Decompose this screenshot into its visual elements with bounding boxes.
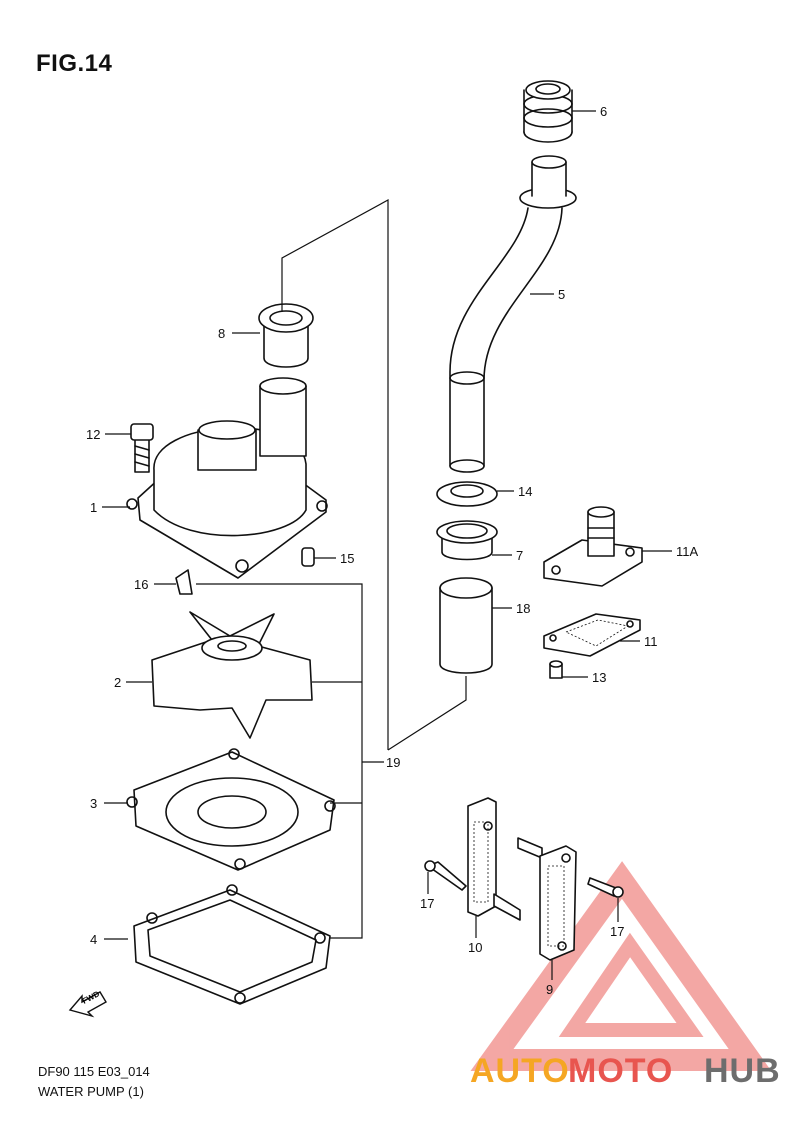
part-15-pin (301, 547, 315, 567)
part-11-grid-plate (543, 613, 641, 657)
watermark-brand-text: AUTO MOTO HUB (470, 1052, 781, 1090)
callout-3: 3 (90, 796, 97, 811)
callout-13: 13 (592, 670, 606, 685)
part-3-pump-plate (126, 748, 336, 871)
part-13-screw (549, 660, 563, 679)
part-6-grommet (523, 80, 573, 143)
callout-18: 18 (516, 601, 530, 616)
callout-16: 16 (134, 577, 148, 592)
part-14-seal (436, 481, 498, 507)
footer-code: DF90 115 E03_014 (38, 1064, 150, 1079)
part-16-key (175, 569, 193, 595)
figure-title: FIG.14 (36, 50, 113, 77)
part-7-bushing (436, 520, 498, 561)
callout-19: 19 (386, 755, 400, 770)
callout-1: 1 (90, 500, 97, 515)
callout-4: 4 (90, 932, 97, 947)
callout-17-left: 17 (420, 896, 434, 911)
callout-15: 15 (340, 551, 354, 566)
callout-11a: 11A (676, 544, 698, 559)
part-2-impeller (151, 611, 313, 739)
part-18-sleeve (439, 577, 493, 674)
callout-14: 14 (518, 484, 532, 499)
watermark-auto: AUTO (470, 1052, 570, 1090)
footer-name: WATER PUMP (1) (38, 1084, 144, 1099)
part-1-pump-housing (126, 377, 328, 579)
part-12-bolt (130, 423, 154, 473)
callout-12: 12 (86, 427, 100, 442)
fwd-arrow-icon: FWD (68, 989, 107, 1018)
callout-5: 5 (558, 287, 565, 302)
callout-8: 8 (218, 326, 225, 341)
part-17-screw-right (587, 877, 624, 898)
callout-10: 10 (468, 940, 482, 955)
callout-6: 6 (600, 104, 607, 119)
callout-9: 9 (546, 982, 553, 997)
part-4-gasket (133, 884, 331, 1005)
watermark-logo-icon (470, 861, 772, 1071)
part-8-bushing (258, 303, 314, 368)
callout-17-right: 17 (610, 924, 624, 939)
callout-7: 7 (516, 548, 523, 563)
part-9-anode (517, 837, 577, 961)
callout-11: 11 (644, 634, 658, 649)
kit-19-bracket-lines (196, 198, 467, 939)
part-11a-plate-with-nipple (543, 506, 643, 587)
watermark-moto: MOTO (568, 1052, 673, 1090)
callout-2: 2 (114, 675, 121, 690)
watermark-hub: HUB (704, 1052, 781, 1090)
part-5-water-tube (449, 155, 577, 473)
part-10-anode (467, 797, 521, 921)
part-17-screw-left (424, 860, 467, 891)
